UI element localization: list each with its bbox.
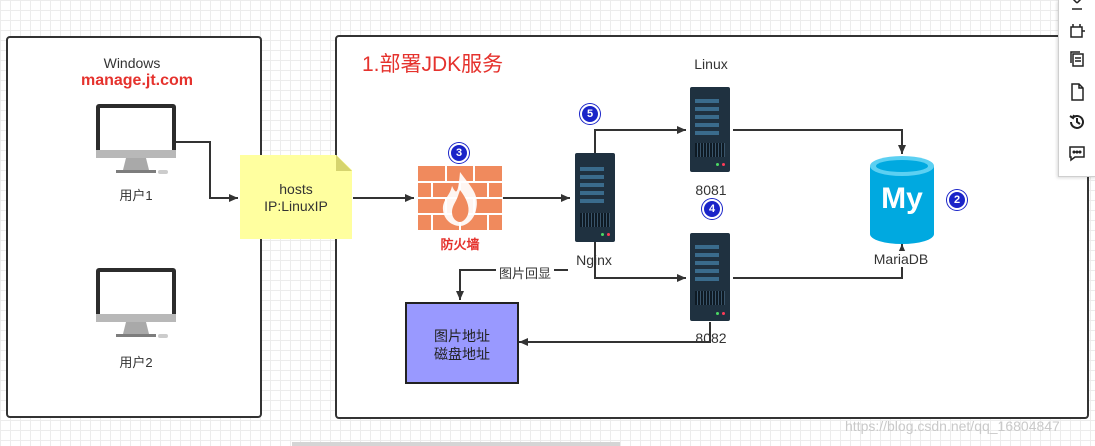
format-icon[interactable] <box>1068 0 1086 12</box>
user1-to-hosts-line <box>176 141 238 202</box>
8081-to-db-line <box>733 129 906 154</box>
mariadb-cylinder-icon <box>870 156 934 244</box>
server-8081-icon <box>690 87 730 172</box>
step-badge-5: 5 <box>580 104 600 124</box>
hosts-note-line2: IP:LinuxIP <box>264 198 328 214</box>
step-badge-2: 2 <box>947 190 967 210</box>
page-icon[interactable] <box>1068 83 1086 101</box>
copy-pages-icon[interactable] <box>1068 50 1086 68</box>
step-badge-4: 4 <box>702 199 722 219</box>
linux-label: Linux <box>694 56 728 72</box>
right-toolbar <box>1058 0 1095 177</box>
resize-icon[interactable] <box>1068 22 1086 40</box>
storage-line1: 图片地址 <box>434 328 490 344</box>
watermark-url: https://blog.csdn.net/qq_16804847 <box>845 418 1060 434</box>
server-8082-icon <box>690 233 730 321</box>
step-badge-3: 3 <box>449 143 469 163</box>
hosts-note-line1: hosts <box>279 181 313 197</box>
mariadb-logo-text: My <box>881 182 923 215</box>
nginx-to-8082-line <box>594 242 686 282</box>
image-echo-label: 图片回显 <box>496 263 555 282</box>
windows-panel <box>6 36 262 418</box>
nginx-server-icon <box>575 153 615 242</box>
history-icon[interactable] <box>1068 113 1086 131</box>
storage-line2: 磁盘地址 <box>434 346 490 362</box>
nginx-label: Nginx <box>576 252 612 268</box>
server-8082-label: 8082 <box>695 330 727 346</box>
comment-icon[interactable] <box>1068 144 1086 162</box>
hosts-note <box>240 155 352 239</box>
user1-monitor-icon <box>96 104 176 174</box>
domain-label: manage.jt.com <box>80 72 194 89</box>
server-8081-label: 8081 <box>695 182 727 198</box>
firewall-label: 防火墙 <box>440 237 480 252</box>
user1-label: 用户1 <box>119 188 153 203</box>
windows-title: Windows <box>103 55 161 71</box>
nginx-to-8081-line <box>594 126 686 153</box>
user2-monitor-icon <box>96 268 176 338</box>
horizontal-scrollbar[interactable] <box>292 442 620 446</box>
8082-to-storage-line <box>519 322 711 346</box>
mariadb-label: MariaDB <box>871 251 931 267</box>
user2-label: 用户2 <box>119 355 153 370</box>
deploy-title: 1.部署JDK服务 <box>362 53 504 76</box>
firewall-icon <box>418 166 502 230</box>
image-storage-box <box>405 302 519 384</box>
